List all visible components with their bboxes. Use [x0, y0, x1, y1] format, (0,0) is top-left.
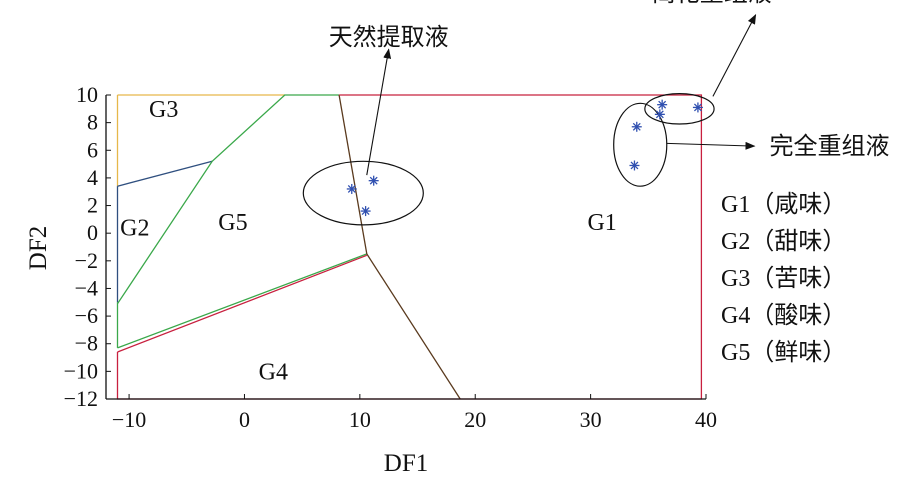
x-tick-label: −10: [112, 407, 146, 432]
y-tick-label: −8: [75, 331, 98, 356]
boundary-line-4: [116, 94, 340, 305]
data-point-1-1: [629, 160, 640, 171]
y-tick-label: −2: [75, 248, 98, 273]
y-tick-label: 6: [87, 137, 98, 162]
boundary-line-8: [117, 254, 368, 353]
data-point-0-0: [346, 183, 357, 194]
data-point-1-0: [631, 121, 642, 132]
x-tick-label: 30: [580, 407, 602, 432]
x-axis-title: DF1: [384, 450, 428, 477]
y-tick-label: 2: [87, 193, 98, 218]
x-tick-label: 40: [695, 407, 717, 432]
data-point-2-1: [654, 109, 665, 120]
annotation-arrow-1: [712, 13, 757, 97]
group-ellipse-2: [644, 93, 715, 125]
y-tick-label: −4: [75, 275, 98, 300]
data-point-0-1: [368, 175, 379, 186]
legend-entry-1: G1（咸味）: [721, 191, 846, 218]
y-tick-label: −6: [75, 303, 98, 328]
boundary-line-5: [117, 253, 368, 349]
data-points: [346, 99, 703, 217]
annotation-arrow-0: [366, 48, 392, 176]
y-tick-label: 8: [87, 110, 98, 135]
region-label-g1: G1: [587, 210, 616, 236]
axes: [105, 94, 707, 400]
legend-entry-2: G2（甜味）: [721, 228, 846, 255]
group-ellipse-1: [613, 102, 668, 187]
x-tick-label: 20: [464, 407, 486, 432]
y-tick-label: 4: [87, 165, 98, 190]
y-tick-label: 0: [87, 220, 98, 245]
y-axis-title: DF2: [25, 226, 52, 270]
y-tick-label: −10: [64, 358, 98, 383]
data-point-2-2: [692, 102, 703, 113]
group-ellipse-0: [302, 160, 424, 226]
x-tick-label: 10: [349, 407, 371, 432]
region-label-g4: G4: [259, 359, 288, 385]
annotations: 天然提取液 简化重组液完全重组液: [329, 0, 889, 176]
boundary-line-7: [338, 94, 461, 400]
group-ellipses: [302, 93, 715, 226]
x-tick-label: 0: [239, 407, 250, 432]
annotation-label-1: 简化重组液: [652, 0, 772, 7]
region-label-g5: G5: [218, 210, 247, 236]
legend-entry-4: G4（酸味）: [721, 302, 846, 329]
legend: G1（咸味） G2（甜味） G3（苦味） G4（酸味） G5（鲜味）: [721, 191, 846, 366]
annotation-arrow-2: [666, 141, 756, 150]
y-tick-label: 10: [76, 82, 98, 107]
data-point-0-2: [360, 206, 371, 217]
region-label-g3: G3: [149, 97, 178, 123]
annotation-label-0: 天然提取液: [329, 24, 449, 51]
legend-entry-5: G5（鲜味）: [721, 339, 846, 366]
y-tick-label: −12: [64, 386, 98, 411]
region-label-g2: G2: [120, 216, 149, 242]
data-point-2-0: [657, 99, 668, 110]
legend-entry-3: G3（苦味）: [721, 265, 846, 292]
annotation-label-2: 完全重组液: [769, 133, 889, 160]
boundary-line-2: [117, 160, 213, 187]
